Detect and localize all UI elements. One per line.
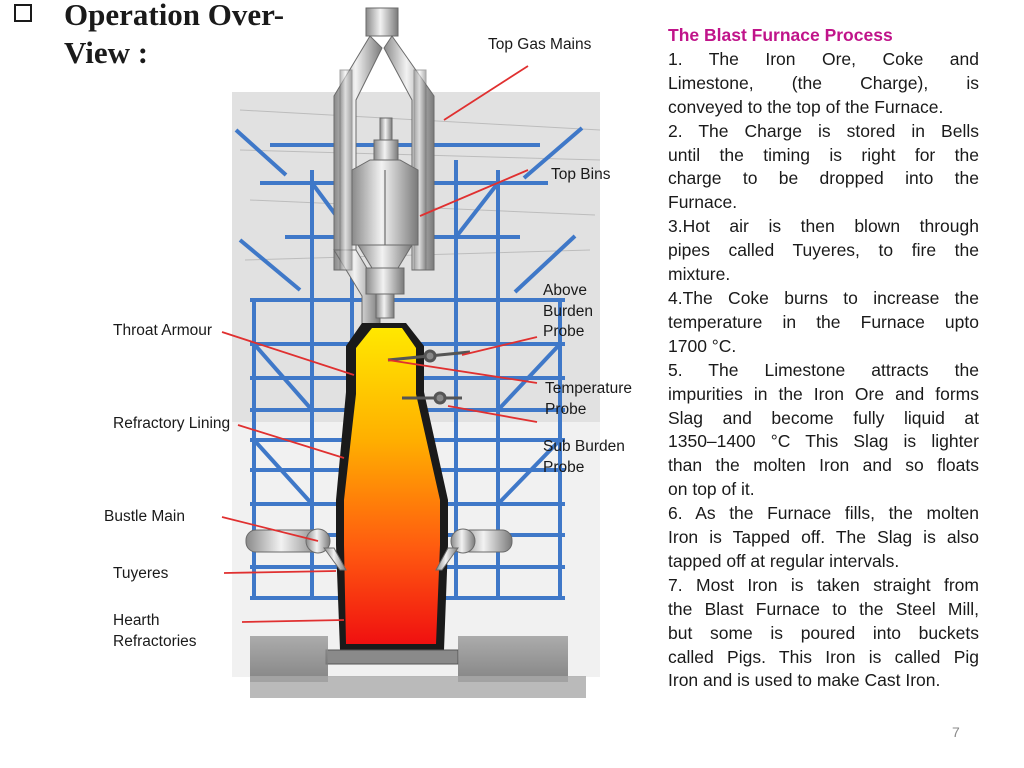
- label-tuyeres: Tuyeres: [113, 565, 169, 582]
- label-line: Probe: [543, 458, 585, 476]
- process-line: than the molten Iron and so floats: [668, 455, 979, 476]
- page-title: Operation Over- View :: [64, 0, 324, 72]
- label-sub-burden-probe: Sub Burden Probe: [543, 437, 625, 478]
- label-refractory-lining: Refractory Lining: [113, 415, 231, 432]
- process-line: Furnace.: [668, 192, 738, 213]
- process-line: conveyed to the top of the Furnace.: [668, 96, 944, 117]
- leader-top-gas-mains: [443, 65, 529, 121]
- leader-hearth-refractories: [241, 619, 345, 623]
- label-line: Temperature: [545, 380, 633, 397]
- process-line: 2. The Charge is stored in Bells: [668, 120, 979, 141]
- label-line: Above: [543, 282, 587, 299]
- checkbox-bullet-icon: [14, 4, 32, 22]
- leader-tuyeres: [223, 570, 337, 574]
- label-line: Probe: [543, 323, 585, 340]
- process-line: 5. The Limestone attracts the: [668, 359, 979, 380]
- title-line-1: Operation Over-: [64, 0, 285, 32]
- process-line: tapped off at regular intervals.: [668, 550, 900, 571]
- process-line: impurities in the Iron Ore and forms: [668, 383, 979, 404]
- label-line: Refractories: [113, 632, 197, 650]
- process-line: the Blast Furnace to the Steel Mill,: [668, 598, 979, 619]
- label-line: Probe: [545, 400, 587, 418]
- label-line: Sub Burden: [543, 438, 625, 455]
- leader-top-bins: [419, 169, 529, 217]
- label-above-burden-probe: Above Burden Probe: [543, 281, 593, 343]
- label-temperature-probe: Temperature Probe: [545, 379, 632, 420]
- process-line: Iron is Tapped off. The Slag is also: [668, 527, 979, 548]
- leader-throat-armour: [221, 331, 355, 376]
- title-line-2: View :: [64, 35, 149, 70]
- label-top-gas-mains: Top Gas Mains: [488, 36, 592, 53]
- process-line: pipes called Tuyeres, to fire the: [668, 240, 979, 261]
- process-line: charge to be dropped into the: [668, 168, 979, 189]
- process-description: The Blast Furnace Process 1. The Iron Or…: [668, 24, 979, 693]
- furnace-body: [250, 323, 586, 698]
- leader-sub-burden: [447, 405, 538, 423]
- label-hearth-refractories: Hearth Refractories: [113, 611, 197, 652]
- leader-lines: [221, 65, 538, 623]
- process-line: Limestone, (the Charge), is: [668, 72, 979, 93]
- page-number: 7: [952, 724, 960, 740]
- process-line: mixture.: [668, 264, 731, 285]
- label-bustle-main: Bustle Main: [104, 508, 185, 525]
- process-line: 1700 °C.: [668, 335, 737, 356]
- leader-above-burden: [461, 336, 538, 356]
- process-line: 1. The Iron Ore, Coke and: [668, 48, 979, 69]
- process-line: Iron and is used to make Cast Iron.: [668, 670, 941, 691]
- label-line: Burden: [543, 302, 593, 320]
- process-line: until the timing is right for the: [668, 144, 979, 165]
- process-line: 3.Hot air is then blown through: [668, 216, 979, 237]
- label-top-bins: Top Bins: [551, 166, 611, 183]
- label-throat-armour: Throat Armour: [113, 322, 213, 339]
- blast-furnace-diagram: [221, 7, 601, 698]
- probe-arms: [387, 349, 471, 405]
- process-line: temperature in the Furnace upto: [668, 311, 979, 332]
- process-line: on top of it.: [668, 479, 755, 500]
- process-title: The Blast Furnace Process: [668, 25, 893, 45]
- process-line: called Pigs. This Iron is called Pig: [668, 646, 979, 667]
- leader-bustle-main: [221, 516, 319, 542]
- process-line: 1350–1400 °C This Slag is lighter: [668, 431, 979, 452]
- leader-refractory-lining: [237, 424, 345, 459]
- top-bins: [351, 117, 419, 319]
- process-line: but some is poured into buckets: [668, 622, 979, 643]
- leader-temperature-probe: [387, 359, 538, 384]
- process-line: 7. Most Iron is taken straight from: [668, 574, 979, 595]
- label-line: Hearth: [113, 612, 160, 629]
- process-line: Slag and become fully liquid at: [668, 407, 979, 428]
- process-line: 4.The Coke burns to increase the: [668, 287, 979, 308]
- process-line: 6. As the Furnace fills, the molten: [668, 503, 979, 524]
